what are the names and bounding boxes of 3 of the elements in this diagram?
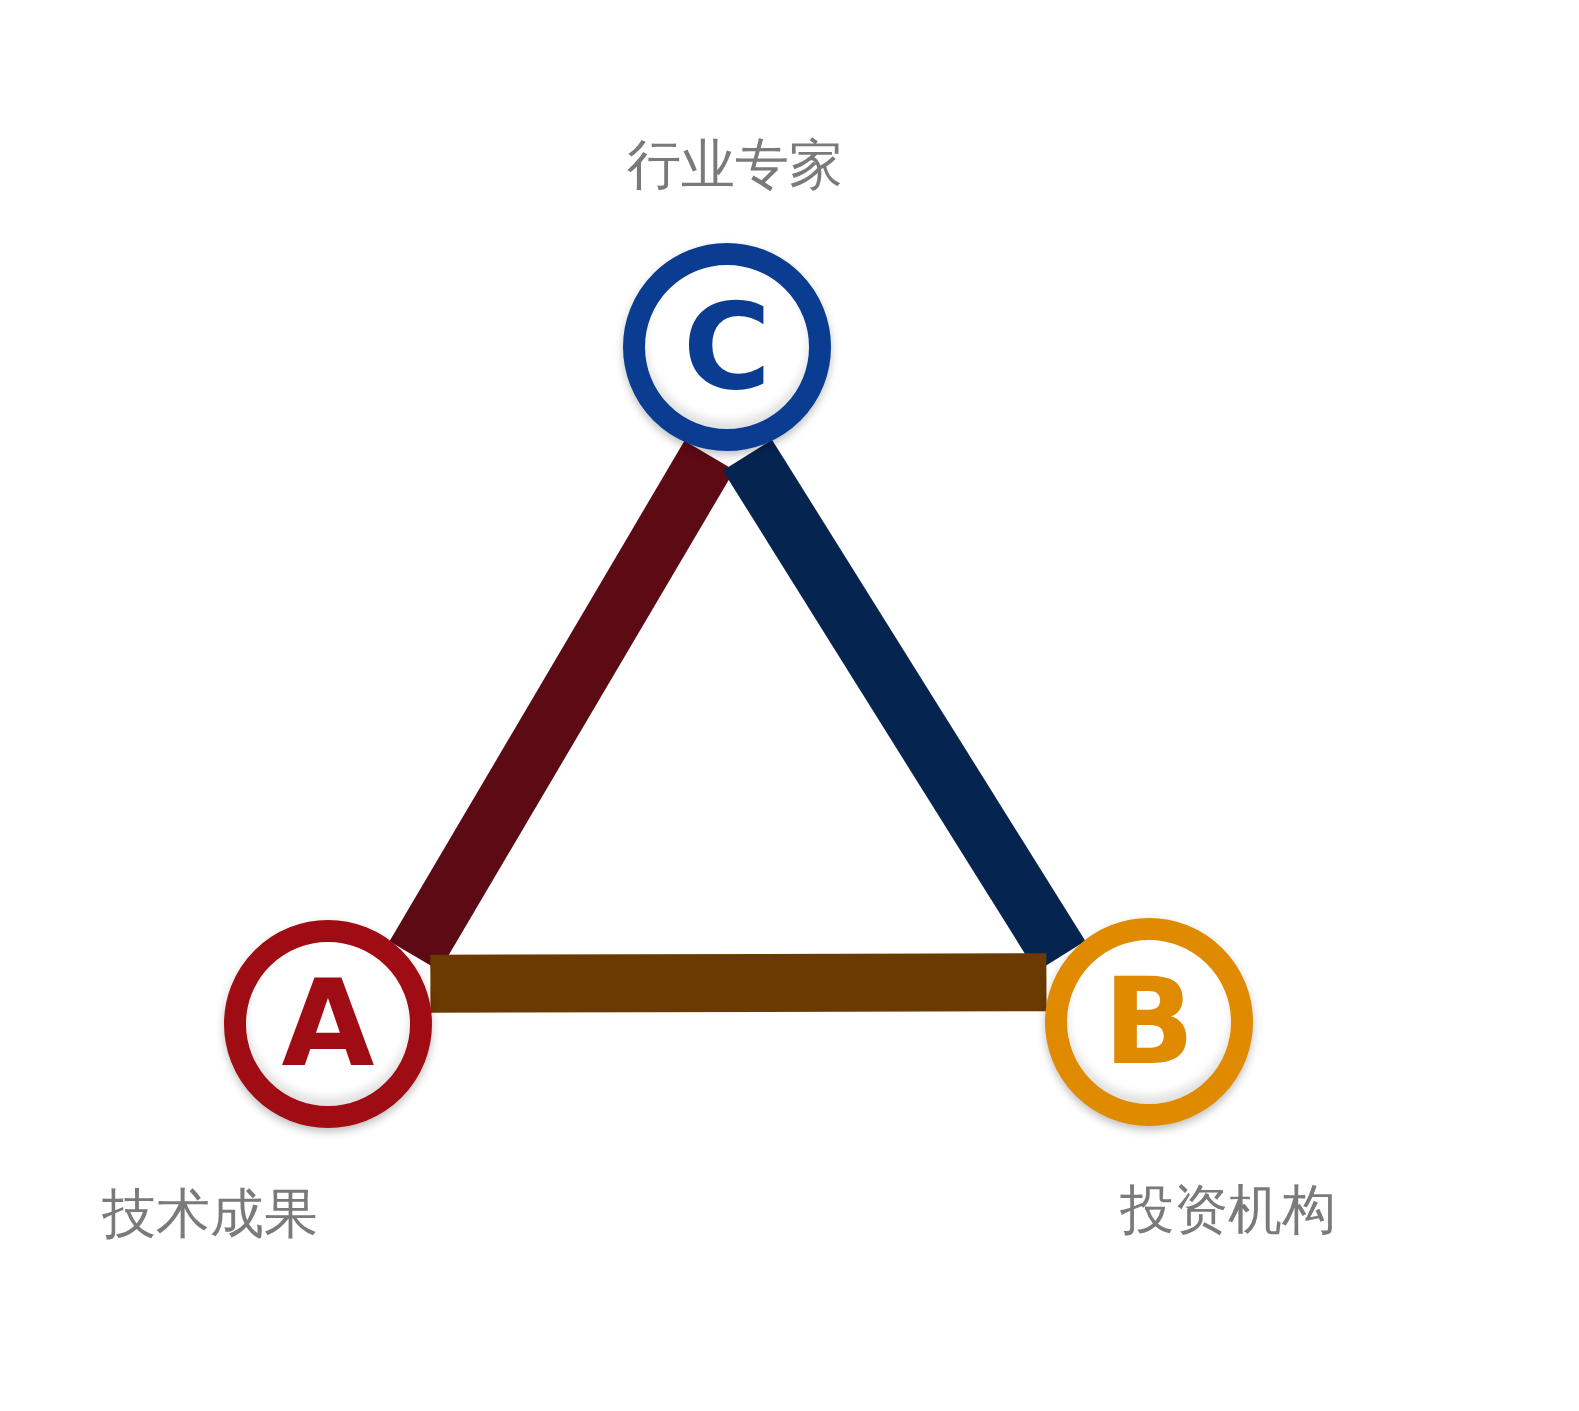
node-caption: 行业专家 — [627, 138, 843, 192]
node-caption: 技术成果 — [102, 1187, 318, 1241]
node-caption: 投资机构 — [1120, 1183, 1336, 1237]
